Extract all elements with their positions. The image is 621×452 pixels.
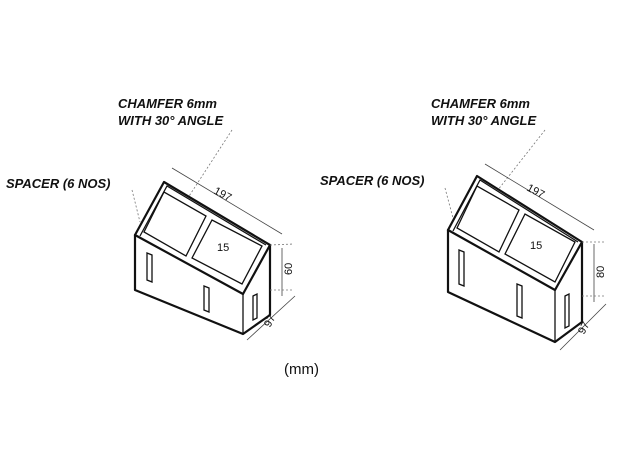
- dim-width: 97: [262, 313, 278, 329]
- cavity-left: [143, 191, 207, 257]
- chamfer-leader-line: [181, 129, 233, 208]
- spacer-leader-line: [444, 187, 454, 219]
- spacer-side: [564, 292, 570, 330]
- dim-length: 197: [212, 185, 234, 204]
- dim-extension-lines: [582, 241, 606, 297]
- spacer-front-right: [203, 285, 210, 313]
- block-right: CHAMFER 6mm WITH 30° ANGLE SPACER (6 NOS…: [320, 96, 607, 351]
- dim-line-width: [559, 303, 607, 351]
- unit-label: (mm): [284, 361, 319, 378]
- dim-line-length: [484, 163, 595, 231]
- spacer-front-right: [516, 283, 523, 319]
- dim-line-width: [246, 295, 296, 341]
- dim-line-length: [171, 167, 283, 235]
- chamfer-edge: [452, 179, 579, 243]
- cavity-left: [456, 185, 520, 253]
- dim-length: 197: [525, 182, 547, 201]
- chamfer-label-line2: WITH 30° ANGLE: [118, 113, 223, 128]
- dim-extension-lines: [269, 243, 295, 291]
- chamfer-label-line1: CHAMFER 6mm: [431, 96, 530, 111]
- chamfer-leader-line: [489, 129, 546, 201]
- spacer-label: SPACER (6 NOS): [320, 173, 425, 188]
- dim-height: 60: [283, 263, 295, 275]
- cavity-right: [191, 219, 263, 285]
- spacer-size: 15: [217, 242, 229, 254]
- cavity-right: [504, 213, 576, 283]
- spacer-leader-line: [131, 189, 141, 223]
- dim-height: 80: [595, 266, 607, 278]
- spacer-label: SPACER (6 NOS): [6, 176, 111, 191]
- chamfer-edge: [139, 185, 267, 246]
- chamfer-label-line1: CHAMFER 6mm: [118, 96, 217, 111]
- spacer-size: 15: [530, 240, 542, 252]
- spacer-side: [252, 292, 258, 322]
- chamfer-label-line2: WITH 30° ANGLE: [431, 113, 536, 128]
- spacer-front-left: [146, 252, 153, 283]
- dim-width: 97: [576, 320, 592, 336]
- block-left: CHAMFER 6mm WITH 30° ANGLE SPACER (6 NOS…: [6, 96, 296, 341]
- spacer-front-left: [458, 249, 465, 287]
